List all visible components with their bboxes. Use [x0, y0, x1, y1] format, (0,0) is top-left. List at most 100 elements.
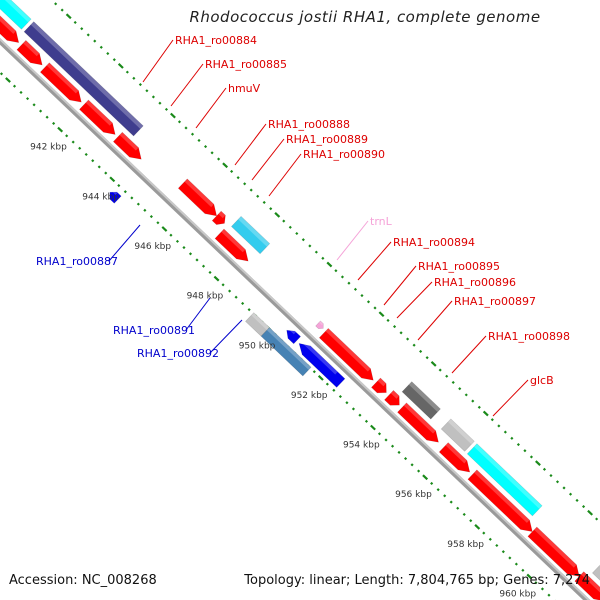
cds-feature[interactable] — [0, 0, 32, 30]
cds-feature[interactable] — [574, 571, 600, 600]
cds-feature[interactable] — [295, 339, 346, 388]
minor-tick — [132, 76, 136, 80]
minor-tick — [332, 388, 336, 392]
minor-tick — [84, 152, 88, 157]
minor-tick — [269, 207, 273, 211]
minor-tick — [19, 90, 23, 94]
cds-feature-shine — [408, 381, 441, 412]
cds-feature[interactable] — [230, 215, 271, 255]
cds-feature[interactable] — [440, 418, 475, 452]
minor-tick — [534, 581, 538, 585]
trna-feature[interactable] — [315, 320, 326, 331]
cds-feature[interactable] — [438, 442, 474, 477]
feature-label-rha1-ro00895[interactable]: RHA1_ro00895 — [418, 260, 500, 273]
major-tick — [65, 13, 72, 20]
minor-tick — [456, 506, 460, 510]
minor-tick — [158, 101, 162, 105]
cds-feature[interactable] — [318, 327, 377, 385]
minor-tick — [73, 20, 77, 25]
feature-label-rha1-ro00887[interactable]: RHA1_ro00887 — [36, 255, 118, 268]
cds-feature[interactable] — [397, 402, 443, 447]
cds-feature-hmu[interactable] — [23, 21, 144, 137]
minor-tick — [497, 424, 501, 428]
cds-feature[interactable] — [79, 99, 119, 139]
minor-tick — [555, 480, 560, 484]
cds-feature-shine — [325, 328, 371, 372]
minor-tick — [130, 196, 134, 200]
minor-tick — [464, 393, 468, 397]
minor-tick — [71, 140, 75, 144]
minor-tick — [25, 97, 30, 101]
minor-tick — [138, 82, 142, 87]
cds-feature[interactable] — [527, 526, 584, 581]
feature-label-rha1-ro00892[interactable]: RHA1_ro00892 — [137, 347, 219, 360]
cds-feature[interactable] — [211, 210, 229, 228]
cds-feature[interactable] — [283, 327, 302, 345]
cds-feature[interactable] — [112, 131, 145, 164]
major-tick — [326, 261, 333, 268]
feature-label-rha1-ro00889[interactable]: RHA1_ro00889 — [286, 133, 368, 146]
minor-tick — [184, 126, 188, 130]
minor-tick — [351, 407, 355, 411]
kbp-tick-label: 958 kbp — [447, 540, 484, 550]
feature-label-rha1-ro00891[interactable]: RHA1_ro00891 — [113, 324, 195, 337]
minor-tick — [495, 543, 499, 548]
minor-tick — [419, 349, 423, 353]
cds-feature[interactable] — [0, 5, 23, 48]
cds-feature[interactable] — [466, 443, 543, 517]
minor-tick — [462, 512, 466, 517]
cds-feature[interactable] — [16, 39, 47, 69]
minor-tick — [334, 269, 338, 273]
minor-tick — [221, 283, 225, 287]
feature-label-rha1-ro00898[interactable]: RHA1_ro00898 — [488, 330, 570, 343]
cds-feature[interactable] — [384, 390, 403, 409]
cds-feature-shine — [445, 442, 468, 464]
minor-tick — [508, 556, 512, 560]
minor-tick — [523, 449, 527, 453]
minor-tick — [99, 45, 103, 49]
label-leader-line — [209, 319, 243, 354]
feature-label-rha1-ro00896[interactable]: RHA1_ro00896 — [434, 276, 516, 289]
minor-tick — [262, 200, 266, 205]
cds-feature[interactable] — [177, 178, 221, 221]
minor-tick — [377, 432, 382, 436]
feature-label-rha1-ro00890[interactable]: RHA1_ro00890 — [303, 148, 385, 161]
minor-tick — [325, 382, 329, 386]
kbp-tick-label: 960 kbp — [499, 590, 536, 600]
label-leader-line — [142, 39, 174, 83]
cds-feature[interactable] — [591, 562, 600, 600]
cds-feature-shine — [111, 188, 118, 195]
feature-label-hmuv[interactable]: hmuV — [228, 82, 261, 95]
label-leader-line — [492, 379, 529, 417]
feature-label-glcb[interactable]: glcB — [530, 374, 554, 387]
cds-feature[interactable] — [467, 469, 537, 537]
feature-label-rha1-ro00885[interactable]: RHA1_ro00885 — [205, 58, 287, 71]
cds-feature-shine — [390, 390, 400, 399]
cds-feature[interactable] — [260, 327, 312, 377]
minor-tick — [52, 121, 56, 126]
minor-tick — [364, 419, 369, 423]
minor-tick — [404, 457, 408, 461]
feature-label-rha1-ro00888[interactable]: RHA1_ro00888 — [268, 118, 350, 131]
label-leader-line — [396, 281, 433, 319]
minor-tick — [210, 151, 214, 155]
minor-tick — [477, 405, 481, 409]
minor-tick — [582, 505, 586, 509]
cds-feature[interactable] — [214, 228, 253, 266]
cds-feature[interactable] — [39, 62, 85, 107]
minor-tick — [347, 281, 351, 285]
feature-label-rha1-ro00894[interactable]: RHA1_ro00894 — [393, 236, 475, 249]
feature-label-trnl[interactable]: trnL — [370, 215, 393, 228]
minor-tick — [501, 550, 505, 554]
major-tick — [274, 212, 281, 218]
feature-label-rha1-ro00884[interactable]: RHA1_ro00884 — [175, 34, 257, 47]
feature-label-rha1-ro00897[interactable]: RHA1_ro00897 — [454, 295, 536, 308]
cds-feature[interactable] — [106, 189, 122, 204]
cds-feature[interactable] — [371, 377, 390, 397]
minor-tick — [256, 194, 260, 198]
minor-tick — [208, 270, 212, 274]
minor-tick — [458, 387, 462, 391]
cds-feature[interactable] — [401, 381, 441, 420]
kbp-tick-label: 944 kbp — [82, 192, 119, 202]
